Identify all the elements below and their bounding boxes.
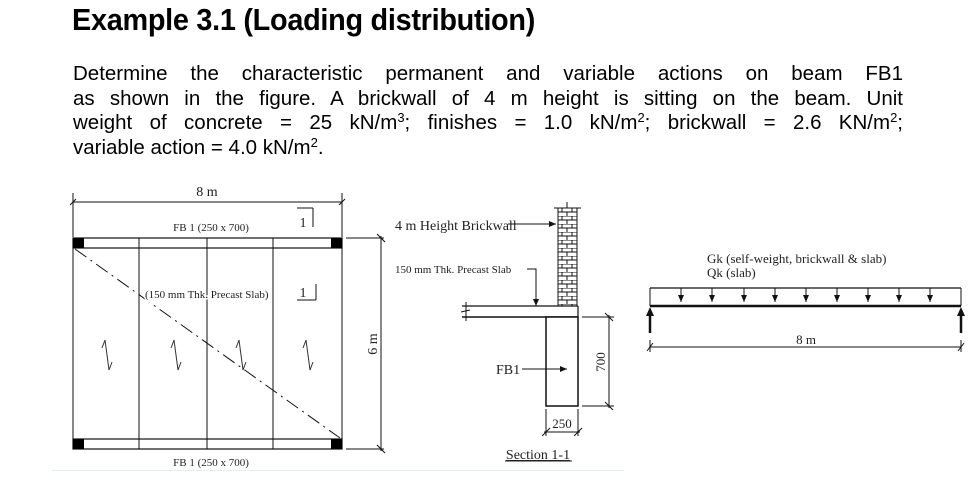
qk-label: Qk (slab) — [707, 265, 756, 280]
span-dimension: 8 m — [69, 185, 346, 237]
slab-section-label: 150 mm Thk. Precast Slab — [395, 264, 512, 276]
problem-statement: Determine the characteristic permanent a… — [73, 62, 903, 160]
beam-label: FB1 — [496, 363, 520, 378]
beam-section — [545, 316, 579, 407]
page-title: Example 3.1 (Loading distribution) — [72, 2, 536, 37]
problem-line-3: weight of concrete = 25 kN/m3; finishes … — [73, 110, 903, 134]
depth-label: 6 m — [366, 333, 381, 355]
span-direction-arrows — [101, 339, 314, 371]
section-mark-top: 1 — [297, 207, 314, 231]
svg-text:1: 1 — [300, 216, 307, 231]
section-caption: Section 1-1 — [506, 448, 570, 463]
figure-divider — [52, 470, 624, 471]
brickwall-label: 4 m Height Brickwall — [395, 219, 517, 234]
gk-label: Gk (self-weight, brickwall & slab) — [707, 251, 886, 266]
brickwall-hatch — [557, 207, 578, 307]
bottom-beam-label: FB 1 (250 x 700) — [173, 457, 249, 469]
problem-line-1: Determine the characteristic permanent a… — [73, 62, 903, 85]
width-dimension: 250 — [552, 416, 572, 431]
section-view: 4 m Height Brickwall 150 mm Thk. Precast… — [395, 202, 614, 463]
support-reactions — [646, 307, 965, 333]
slab-label: (150 mm Thk. Precast Slab) — [145, 289, 269, 301]
load-span-label: 8 m — [796, 332, 816, 347]
section-mark-bottom: 1 — [297, 284, 317, 301]
problem-line-4: variable action = 4.0 kN/m2. — [73, 134, 324, 159]
load-diagram: Gk (self-weight, brickwall & slab) Qk (s… — [646, 251, 965, 352]
span-label: 8 m — [196, 185, 218, 200]
height-dimension: 700 — [593, 352, 608, 372]
svg-text:1: 1 — [300, 286, 307, 301]
depth-dimension: 6 m — [346, 233, 386, 454]
problem-line-2: as shown in the figure. A brickwall of 4… — [73, 86, 903, 110]
plan-view: 8 m FB 1 (250 x 700) 1 (150 mm Thk — [69, 185, 386, 469]
top-beam-label: FB 1 (250 x 700) — [173, 222, 249, 234]
udl-arrows — [678, 288, 933, 302]
